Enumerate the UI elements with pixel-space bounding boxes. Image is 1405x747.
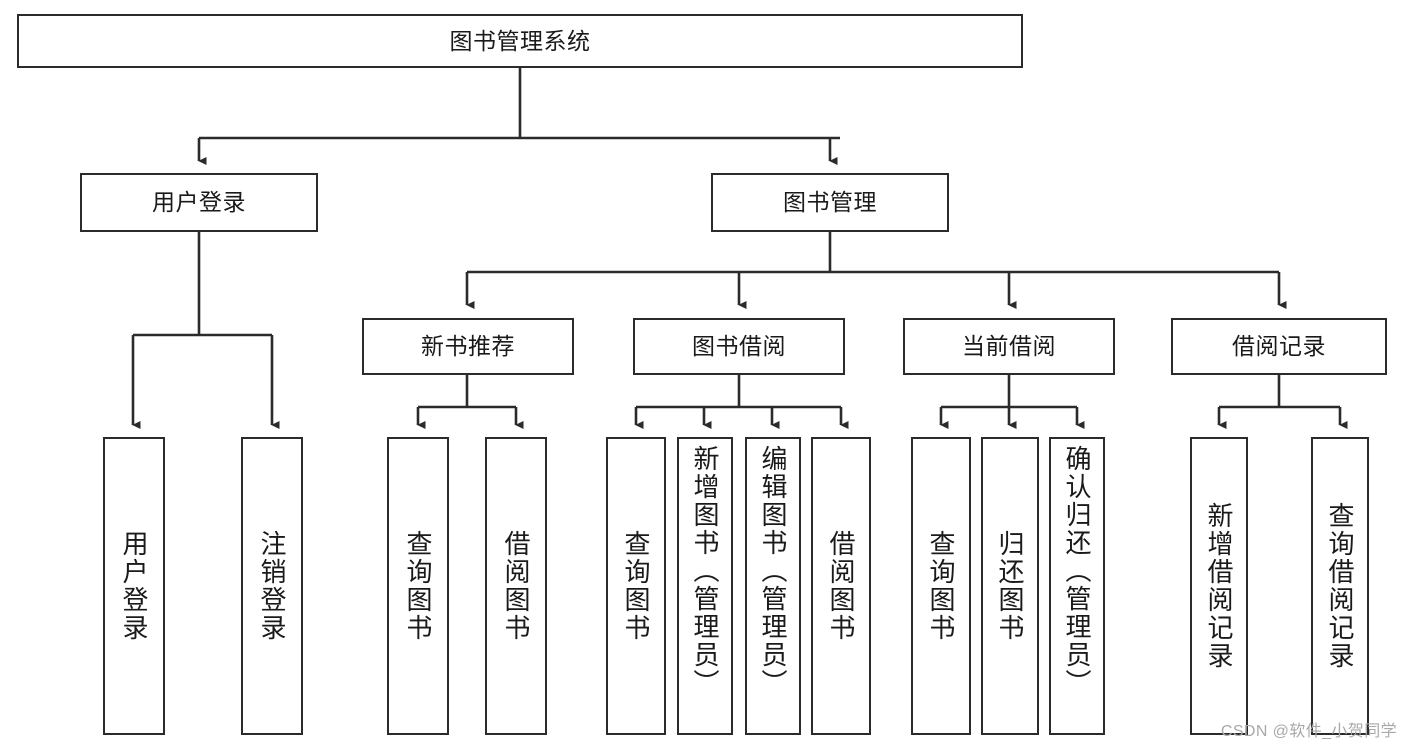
leaf-current-return-book[interactable]: 归还图书 (981, 437, 1039, 735)
leaf-recommend-query-book-label: 查询图书 (403, 530, 433, 642)
leaf-current-confirm-return-admin-label: 确认归还（管理员） (1062, 445, 1092, 697)
leaf-borrow-add-book-admin[interactable]: 新增图书（管理员） (677, 437, 733, 735)
node-root[interactable]: 图书管理系统 (17, 14, 1023, 68)
leaf-current-return-book-label: 归还图书 (995, 530, 1025, 642)
node-book-management-label: 图书管理 (783, 189, 877, 216)
node-current-borrow-label: 当前借阅 (962, 333, 1056, 360)
leaf-current-confirm-return-admin[interactable]: 确认归还（管理员） (1049, 437, 1105, 735)
leaf-current-query-book[interactable]: 查询图书 (911, 437, 971, 735)
leaf-record-query-record[interactable]: 查询借阅记录 (1311, 437, 1369, 735)
node-user-login-label: 用户登录 (152, 189, 246, 216)
leaf-user-login-label: 用户登录 (119, 530, 149, 642)
leaf-current-query-book-label: 查询图书 (926, 530, 956, 642)
leaf-record-add-record[interactable]: 新增借阅记录 (1190, 437, 1248, 735)
leaf-borrow-query-book-label: 查询图书 (621, 530, 651, 642)
leaf-user-logout-label: 注销登录 (257, 530, 287, 642)
leaf-borrow-query-book[interactable]: 查询图书 (606, 437, 666, 735)
node-borrow-record-label: 借阅记录 (1232, 333, 1326, 360)
node-book-borrow[interactable]: 图书借阅 (633, 318, 845, 375)
node-root-label: 图书管理系统 (449, 27, 591, 54)
leaf-recommend-borrow-book-label: 借阅图书 (501, 530, 531, 642)
leaf-borrow-edit-book-admin-label: 编辑图书（管理员） (758, 445, 788, 697)
node-current-borrow[interactable]: 当前借阅 (903, 318, 1115, 375)
node-new-book-recommend-label: 新书推荐 (421, 333, 515, 360)
watermark: CSDN @软件_小贺同学 (1220, 723, 1397, 740)
leaf-user-logout[interactable]: 注销登录 (241, 437, 303, 735)
node-book-borrow-label: 图书借阅 (692, 333, 786, 360)
leaf-borrow-borrow-book[interactable]: 借阅图书 (811, 437, 871, 735)
node-new-book-recommend[interactable]: 新书推荐 (362, 318, 574, 375)
leaf-borrow-borrow-book-label: 借阅图书 (826, 530, 856, 642)
leaf-recommend-query-book[interactable]: 查询图书 (387, 437, 449, 735)
leaf-borrow-add-book-admin-label: 新增图书（管理员） (690, 445, 720, 697)
node-borrow-record[interactable]: 借阅记录 (1171, 318, 1387, 375)
leaf-borrow-edit-book-admin[interactable]: 编辑图书（管理员） (745, 437, 801, 735)
node-user-login[interactable]: 用户登录 (80, 173, 318, 232)
node-book-management[interactable]: 图书管理 (711, 173, 949, 232)
leaf-user-login[interactable]: 用户登录 (103, 437, 165, 735)
leaf-record-query-record-label: 查询借阅记录 (1325, 502, 1355, 670)
leaf-recommend-borrow-book[interactable]: 借阅图书 (485, 437, 547, 735)
leaf-record-add-record-label: 新增借阅记录 (1204, 502, 1234, 670)
